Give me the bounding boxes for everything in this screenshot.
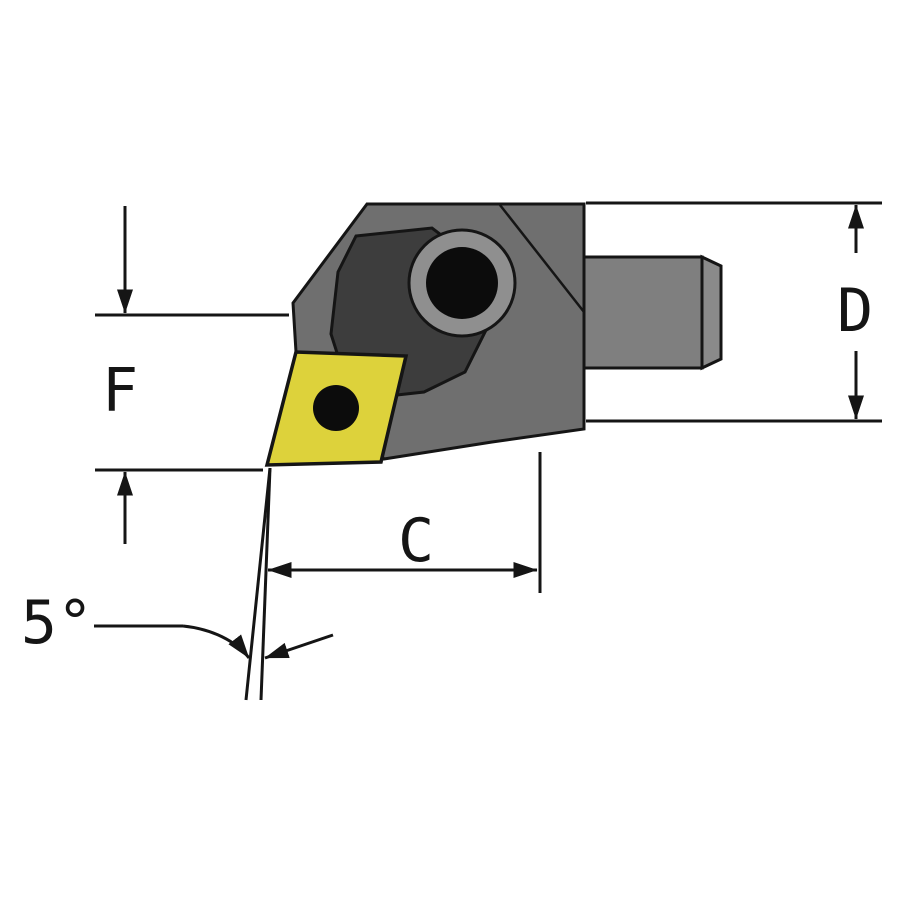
dim-c-label: C bbox=[398, 506, 434, 576]
dim-f-label: F bbox=[102, 356, 138, 426]
dimension-annotations bbox=[94, 201, 882, 701]
angle-reference-line bbox=[259, 467, 272, 701]
angle-right-arrow bbox=[264, 633, 334, 660]
insert-hole bbox=[313, 385, 359, 431]
angle-label: 5° bbox=[21, 588, 93, 658]
clamp-screw-head bbox=[426, 247, 498, 319]
dimension-labels: F D C 5° bbox=[21, 276, 873, 658]
head-edge-line bbox=[499, 204, 585, 313]
angle-flank-line bbox=[244, 467, 272, 701]
angle-arc-arrow bbox=[182, 624, 251, 659]
shank-end-chamfer bbox=[700, 254, 723, 371]
tool-geometry bbox=[264, 202, 723, 467]
tool-shank bbox=[582, 255, 704, 370]
dim-d-label: D bbox=[837, 276, 873, 346]
